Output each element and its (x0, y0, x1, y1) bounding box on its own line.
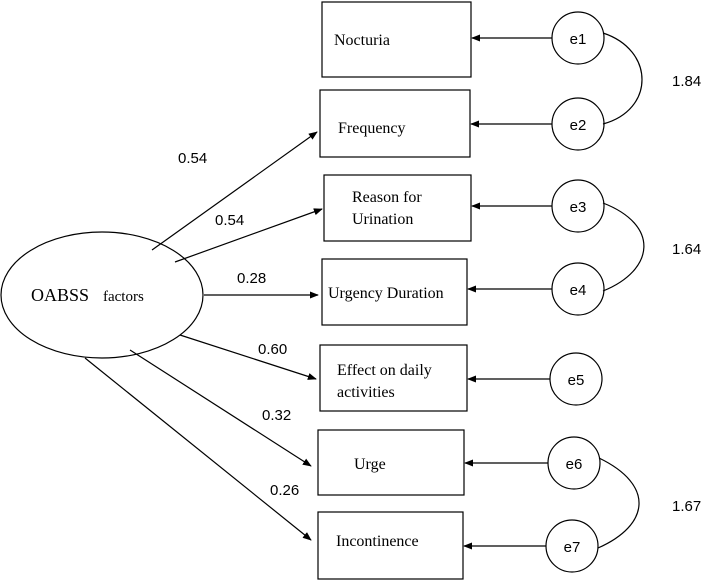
error-e7: e7 (545, 519, 599, 573)
loading-frequency: 0.54 (178, 150, 207, 167)
indicator-effect: Effect on daily activities (319, 344, 468, 412)
error-terms: e1 e2 e3 e4 e5 e6 e7 (545, 11, 605, 573)
indicator-urge: Urge (317, 429, 465, 496)
error-e3: e3 (551, 179, 605, 233)
indicator-frequency-label: Frequency (338, 120, 406, 137)
latent-factor: OABSS factors (0, 231, 204, 359)
latent-label-main: OABSS (31, 285, 89, 305)
loading-urgency: 0.28 (237, 270, 266, 287)
indicator-incontinence: Incontinence (317, 511, 464, 580)
error-paths (463, 34, 553, 550)
cov-e6-e7 (597, 457, 640, 549)
indicator-urgency: Urgency Duration (321, 258, 468, 326)
latent-label-sub: factors (103, 289, 144, 305)
path-urge (129, 349, 312, 467)
error-e2-label: e2 (570, 117, 587, 134)
indicator-effect-label-2: activities (337, 384, 395, 401)
error-e3-label: e3 (570, 199, 587, 216)
loading-incontinence: 0.26 (270, 482, 299, 499)
error-e6: e6 (547, 436, 601, 490)
covariance-arcs (597, 32, 645, 549)
loading-urge: 0.32 (262, 407, 291, 424)
loading-labels: 0.54 0.54 0.28 0.60 0.32 0.26 (178, 150, 299, 499)
indicator-boxes: Nocturia Frequency Reason for Urination … (317, 1, 472, 580)
error-e6-label: e6 (566, 456, 583, 473)
covariance-labels: 1.84 1.64 1.67 (672, 73, 701, 515)
loading-effect: 0.60 (258, 341, 287, 358)
indicator-reason: Reason for Urination (323, 174, 472, 242)
error-e7-label: e7 (564, 539, 581, 556)
error-e5-label: e5 (568, 372, 585, 389)
error-e4: e4 (551, 262, 605, 316)
cov-e1-e2-label: 1.84 (672, 73, 701, 90)
error-e4-label: e4 (570, 282, 587, 299)
error-e2: e2 (551, 97, 605, 151)
indicator-frequency: Frequency (319, 89, 471, 158)
error-e5: e5 (549, 352, 603, 406)
indicator-nocturia-label: Nocturia (334, 32, 390, 49)
indicator-urge-label: Urge (354, 456, 386, 473)
cov-e1-e2 (602, 32, 643, 125)
cov-e3-e4 (602, 202, 645, 292)
path-reason (174, 208, 323, 263)
indicator-reason-label-2: Urination (352, 211, 413, 228)
path-incontinence (84, 357, 312, 541)
error-e1: e1 (551, 11, 605, 65)
indicator-reason-label-1: Reason for (352, 189, 422, 206)
error-e1-label: e1 (570, 31, 587, 48)
path-effect (179, 334, 317, 380)
indicator-incontinence-label: Incontinence (336, 533, 419, 550)
indicator-urgency-label: Urgency Duration (328, 285, 444, 302)
indicator-nocturia: Nocturia (321, 1, 472, 78)
cov-e3-e4-label: 1.64 (672, 241, 701, 258)
path-frequency (151, 131, 318, 251)
cov-e6-e7-label: 1.67 (672, 498, 701, 515)
loading-paths (84, 131, 323, 541)
indicator-effect-label-1: Effect on daily (337, 362, 432, 379)
loading-reason: 0.54 (215, 212, 244, 229)
